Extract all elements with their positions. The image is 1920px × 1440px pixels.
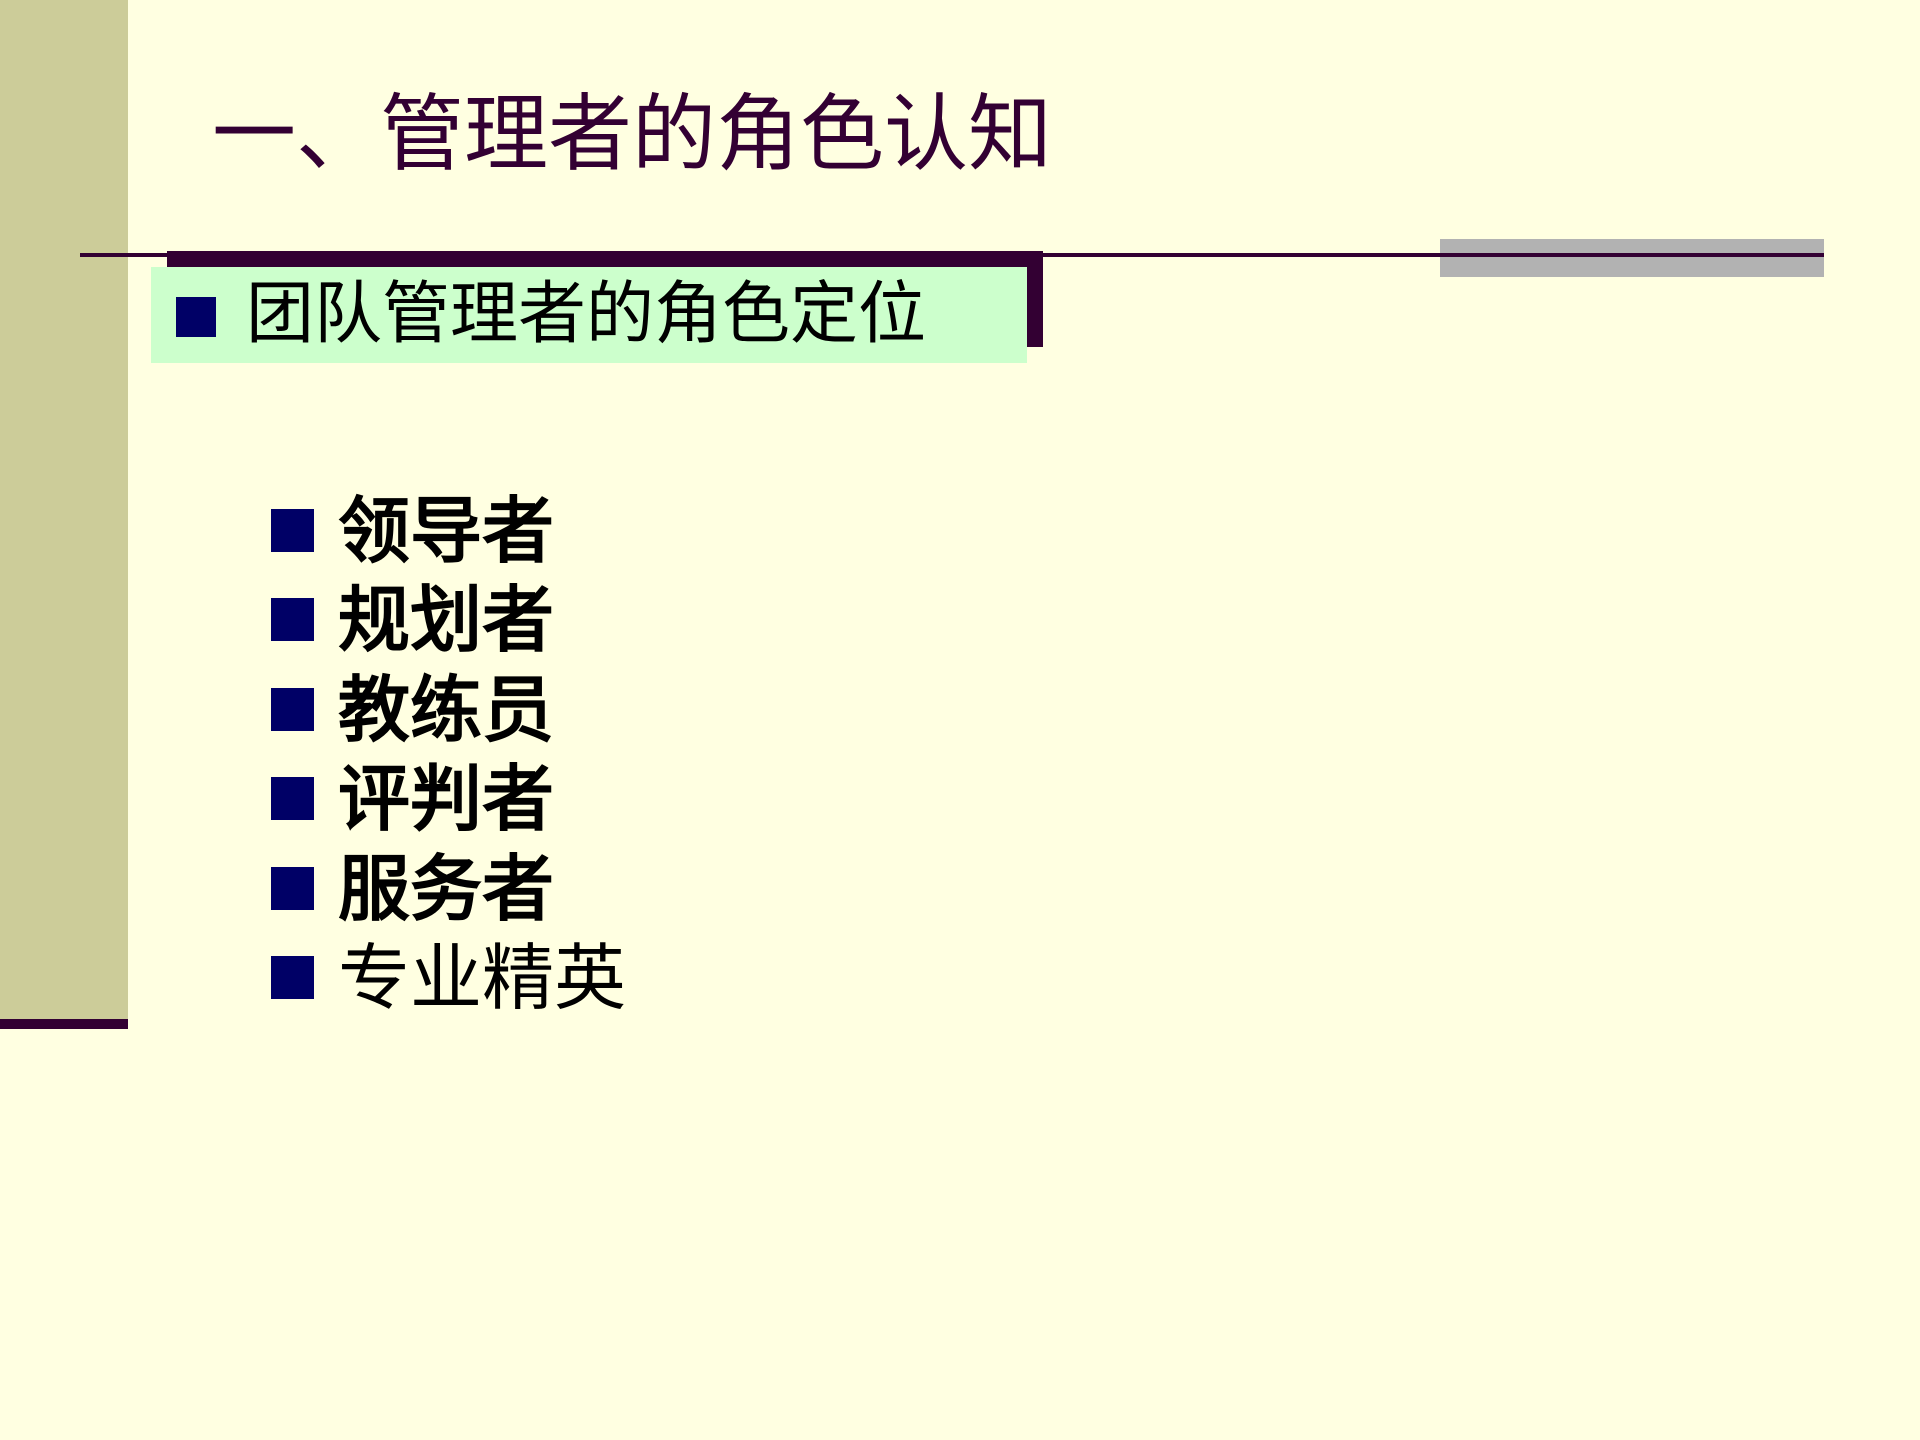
list-item: 评判者 — [0, 754, 1000, 844]
list-item: 专业精英 — [0, 933, 1000, 1023]
slide-title: 一、管理者的角色认知 — [212, 85, 1053, 183]
list-item-label: 专业精英 — [338, 936, 627, 1020]
gray-accent-bar — [1440, 239, 1824, 277]
list-item: 教练员 — [0, 665, 1000, 755]
list-item-label: 评判者 — [338, 756, 555, 841]
title-divider-line-overlay — [1440, 253, 1824, 257]
square-bullet-icon — [271, 598, 314, 641]
left-bar-footer-stripe — [0, 1019, 128, 1029]
list-item: 领导者 — [0, 486, 1000, 576]
square-bullet-icon — [271, 509, 314, 552]
subtitle-text: 团队管理者的角色定位 — [246, 275, 927, 354]
subtitle-box — [151, 267, 1027, 363]
square-bullet-icon — [271, 956, 314, 999]
list-item: 规划者 — [0, 575, 1000, 665]
list-item-label: 服务者 — [338, 846, 555, 931]
list-item-label: 领导者 — [338, 488, 555, 573]
square-bullet-icon — [271, 777, 314, 820]
left-decorative-bar — [0, 0, 128, 1019]
list-item-label: 教练员 — [338, 667, 555, 752]
square-bullet-icon — [176, 297, 216, 337]
list-item-label: 规划者 — [338, 577, 555, 662]
list-item: 服务者 — [0, 844, 1000, 934]
square-bullet-icon — [271, 688, 314, 731]
square-bullet-icon — [271, 867, 314, 910]
